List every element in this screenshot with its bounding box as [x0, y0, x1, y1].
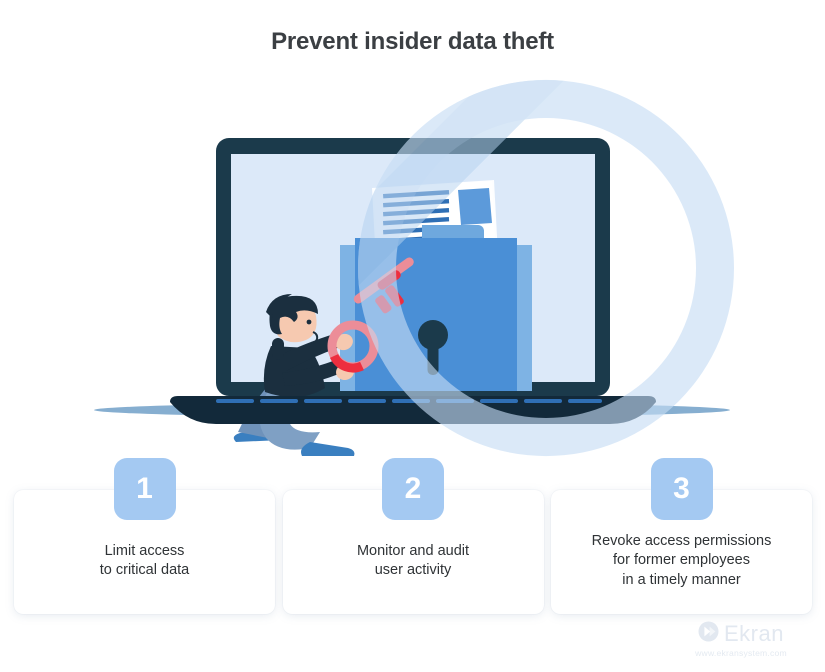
- prohibition-slash: [358, 80, 644, 397]
- person-upper-arm: [278, 334, 340, 371]
- document-image-block: [458, 188, 492, 225]
- page-title: Prevent insider data theft: [271, 28, 554, 55]
- step-badge-2: 2: [382, 458, 444, 520]
- step-text-1: Limit access to critical data: [99, 542, 190, 578]
- folder: [340, 225, 532, 391]
- step-badge-1: 1: [113, 458, 176, 520]
- step-text-3: Revoke access permissions for former emp…: [591, 533, 772, 588]
- person-hair-tuft: [266, 294, 292, 318]
- step-card-3[interactable]: 3 Revoke access permissions for former e…: [551, 458, 812, 614]
- ekran-logo[interactable]: Ekran www.ekransystem.com: [679, 621, 803, 658]
- person-front-foot: [301, 442, 355, 456]
- person-hand-upper: [335, 333, 353, 351]
- key-ring-highlight: [329, 353, 364, 373]
- person-eye: [306, 319, 312, 325]
- step-text-2: Monitor and audit user activity: [356, 542, 470, 578]
- prohibition-sign: [357, 79, 734, 457]
- person-hair-back: [272, 338, 284, 360]
- laptop-base: [170, 396, 656, 424]
- keyboard-keys: [216, 399, 602, 403]
- person-smile: [310, 331, 319, 344]
- logo-row: Ekran: [679, 621, 803, 647]
- padlock-keyhole: [418, 320, 448, 375]
- logo-url: www.ekransystem.com: [695, 648, 787, 658]
- step-badge-3: 3: [650, 458, 713, 520]
- step-card-1[interactable]: 1 Limit access to critical data: [14, 458, 275, 614]
- step-card-2[interactable]: 2 Monitor and audit user activity: [282, 458, 544, 614]
- double-chevron-circle-icon: [698, 621, 719, 647]
- logo-wordmark: Ekran: [724, 621, 784, 646]
- steps-card-row: 1 Limit access to critical data 2 Monito…: [14, 458, 812, 614]
- person-hair: [269, 295, 318, 335]
- person-lower-arm: [282, 359, 343, 386]
- insider-data-theft-illustration: [0, 70, 825, 470]
